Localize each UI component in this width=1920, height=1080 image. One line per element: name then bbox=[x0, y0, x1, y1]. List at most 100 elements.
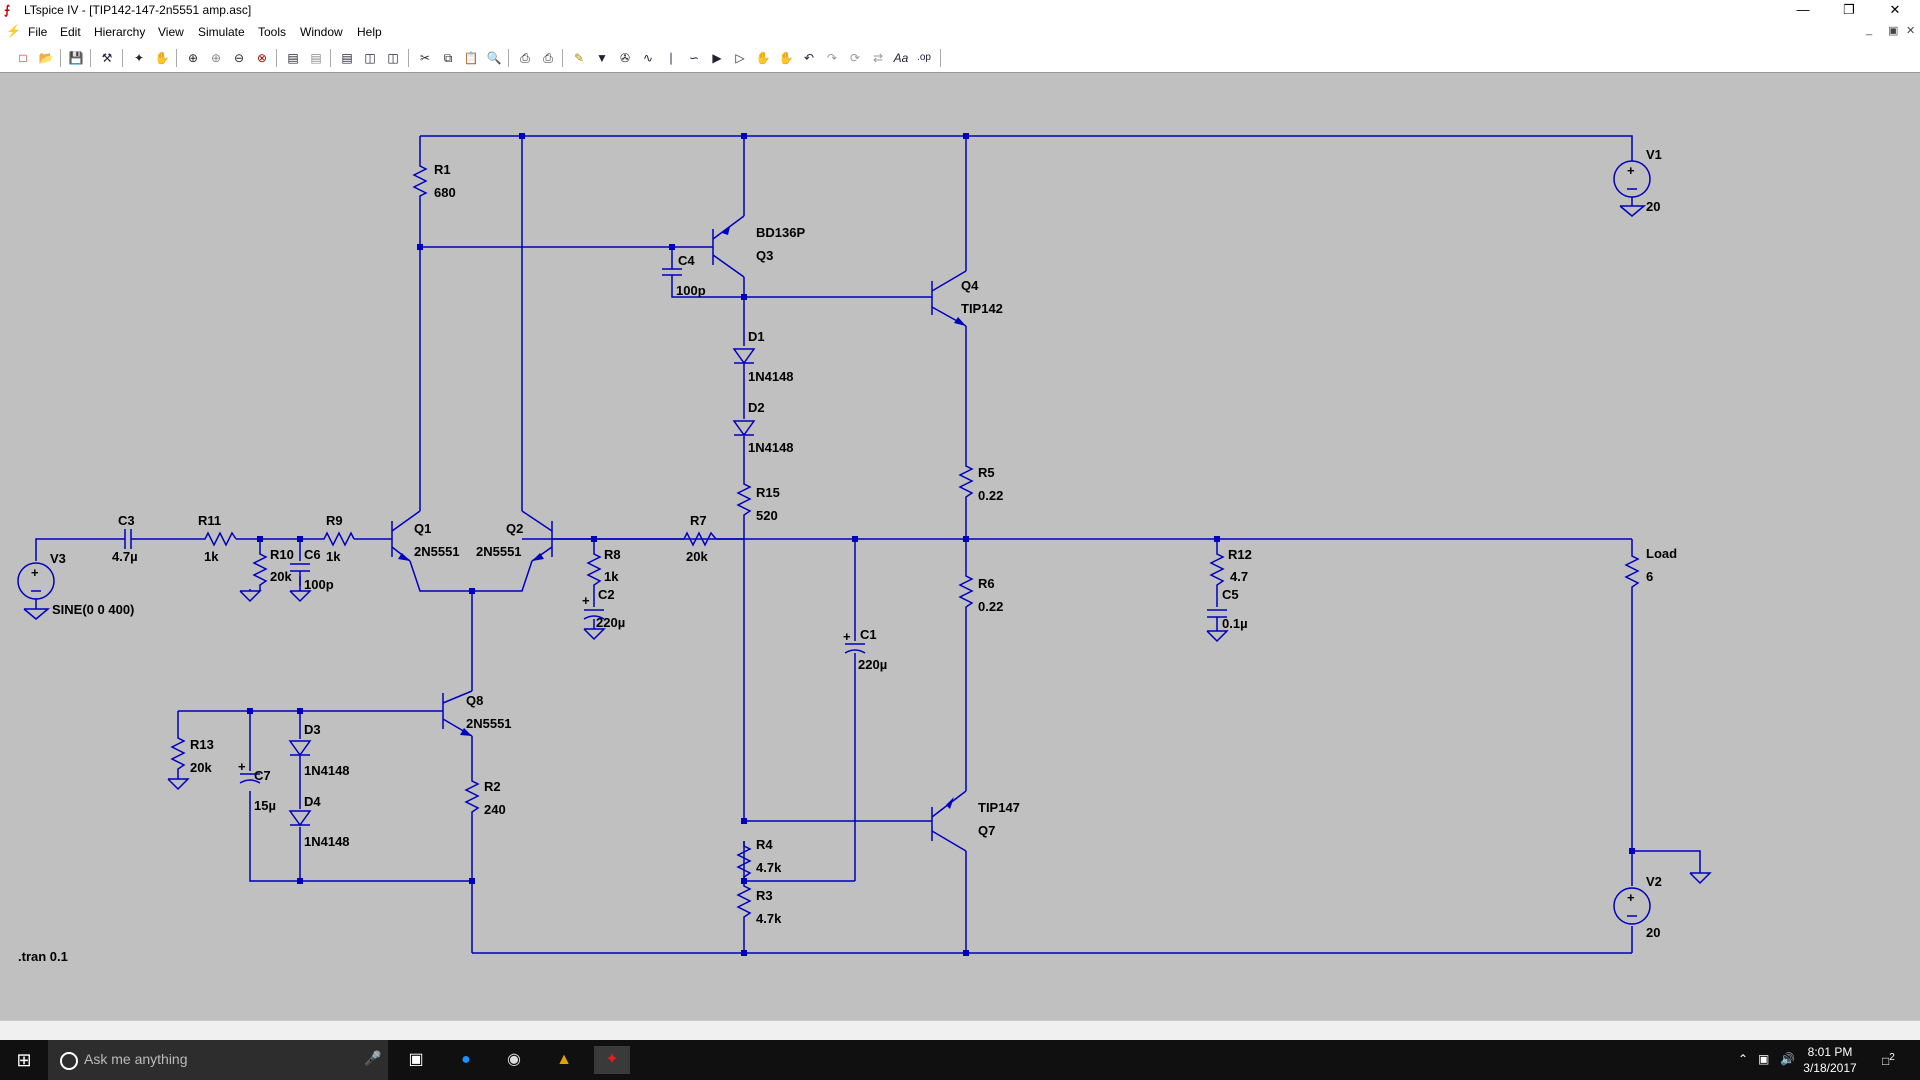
c7-value: 15µ bbox=[254, 798, 276, 813]
component-icon[interactable]: ▷ bbox=[735, 51, 745, 65]
q4-ref: Q4 bbox=[961, 278, 979, 293]
c3-symbol bbox=[120, 529, 136, 549]
q4-value: TIP142 bbox=[961, 301, 1003, 316]
autorange-icon[interactable]: ▤ bbox=[287, 51, 299, 65]
minimize-button[interactable]: — bbox=[1796, 2, 1810, 17]
skype-icon[interactable]: ● bbox=[461, 1051, 471, 1068]
menu-tools[interactable]: Tools bbox=[258, 25, 287, 39]
mdi-restore-button[interactable]: ▣ bbox=[1888, 25, 1899, 37]
r2-symbol bbox=[464, 776, 480, 821]
document-icon[interactable]: ⚡ bbox=[6, 24, 21, 38]
r3-symbol bbox=[736, 881, 752, 921]
open-icon[interactable]: 📂 bbox=[38, 51, 54, 65]
tile-horizontal-icon[interactable]: ▤ bbox=[341, 51, 353, 65]
find-icon[interactable]: 🔍 bbox=[486, 51, 502, 65]
chrome-icon[interactable]: ◉ bbox=[507, 1051, 521, 1068]
r10-symbol bbox=[252, 549, 268, 589]
wires bbox=[35, 135, 1701, 954]
zoom-in-icon[interactable]: ⊕ bbox=[187, 51, 199, 65]
control-panel-icon[interactable]: ⚒ bbox=[101, 51, 113, 65]
halt-icon[interactable]: ✋ bbox=[154, 51, 170, 65]
restore-button[interactable]: ❐ bbox=[1843, 2, 1855, 17]
cascade-icon[interactable]: ◫ bbox=[364, 51, 376, 65]
cut-icon[interactable]: ✂ bbox=[419, 51, 431, 65]
v1-symbol: + bbox=[1613, 160, 1651, 217]
r13-symbol bbox=[170, 733, 186, 776]
menu-simulate[interactable]: Simulate bbox=[198, 25, 245, 39]
clock[interactable]: 8:01 PM 3/18/2017 bbox=[1800, 1044, 1860, 1076]
c3-value: 4.7µ bbox=[112, 549, 138, 564]
ltspice-taskbar-icon[interactable]: ▲ bbox=[556, 1051, 572, 1068]
notification-icon[interactable]: □2 bbox=[1882, 1052, 1895, 1068]
pan-icon[interactable]: ⊕ bbox=[210, 51, 222, 65]
wire-icon[interactable]: ✎ bbox=[573, 51, 585, 65]
show-hidden-icon[interactable]: ⌃ bbox=[1738, 1052, 1749, 1066]
svg-text:+: + bbox=[238, 759, 246, 774]
r1-symbol bbox=[412, 161, 428, 201]
d3-symbol bbox=[288, 740, 312, 757]
d3-value: 1N4148 bbox=[304, 763, 350, 778]
label-net-icon[interactable]: ✇ bbox=[619, 51, 631, 65]
v2-ref: V2 bbox=[1646, 874, 1662, 889]
ground-c2 bbox=[583, 628, 606, 641]
zoom-fit-icon[interactable]: ⊗ bbox=[256, 51, 268, 65]
print-icon[interactable]: ⎙ bbox=[543, 51, 553, 65]
c4-symbol bbox=[662, 263, 682, 281]
schematic-canvas[interactable]: .w { stroke:#0000c0; stroke-width:1.5; f… bbox=[0, 72, 1920, 1021]
d2-ref: D2 bbox=[748, 400, 765, 415]
tile-vertical-icon[interactable]: ◫ bbox=[387, 51, 399, 65]
windows-start-icon[interactable]: ⊞ bbox=[16, 1050, 32, 1070]
c6-ref: C6 bbox=[304, 547, 321, 562]
d4-ref: D4 bbox=[304, 794, 321, 809]
save-icon[interactable]: 💾 bbox=[68, 51, 84, 65]
zoom-out-icon[interactable]: ⊖ bbox=[233, 51, 245, 65]
v3-value: SINE(0 0 400) bbox=[52, 602, 134, 617]
volume-icon[interactable]: 🔊 bbox=[1780, 1052, 1795, 1066]
d3-ref: D3 bbox=[304, 722, 321, 737]
menu-window[interactable]: Window bbox=[300, 25, 343, 39]
diode-icon[interactable]: ▶ bbox=[712, 51, 722, 65]
ltspice-active-icon[interactable]: ✦ bbox=[594, 1046, 630, 1074]
print-setup-icon[interactable]: ⎙ bbox=[520, 51, 530, 65]
undo-icon[interactable]: ↶ bbox=[803, 51, 815, 65]
q8-value: 2N5551 bbox=[466, 716, 512, 731]
menu-view[interactable]: View bbox=[158, 25, 184, 39]
move-icon[interactable]: ✋ bbox=[755, 51, 771, 65]
drag-icon[interactable]: ✋ bbox=[778, 51, 794, 65]
d1-ref: D1 bbox=[748, 329, 765, 344]
menu-help[interactable]: Help bbox=[357, 25, 382, 39]
capacitor-icon[interactable]: ∣ bbox=[668, 51, 674, 65]
mdi-minimize-button[interactable]: _ bbox=[1866, 24, 1873, 36]
c5-ref: C5 bbox=[1222, 587, 1239, 602]
menu-edit[interactable]: Edit bbox=[60, 25, 81, 39]
close-button[interactable]: ✕ bbox=[1889, 2, 1901, 17]
run-icon[interactable]: ✦ bbox=[133, 51, 145, 65]
copy-icon[interactable]: ⧉ bbox=[443, 51, 453, 65]
ltspice-icon[interactable]: ⨍ bbox=[4, 3, 11, 17]
menu-file[interactable]: File bbox=[28, 25, 48, 39]
new-schematic-icon[interactable]: □ bbox=[19, 51, 27, 65]
paste-icon[interactable]: 📋 bbox=[463, 51, 479, 65]
mdi-close-button[interactable]: ✕ bbox=[1906, 25, 1916, 37]
inductor-icon[interactable]: ∽ bbox=[688, 51, 700, 65]
text-icon[interactable]: Aa bbox=[893, 51, 909, 65]
mirror-icon[interactable]: ⇄ bbox=[872, 51, 884, 65]
spice-directive-icon[interactable]: .op bbox=[917, 52, 931, 63]
menu-hierarchy[interactable]: Hierarchy bbox=[94, 25, 146, 39]
redo-icon[interactable]: ↷ bbox=[826, 51, 838, 65]
d2-value: 1N4148 bbox=[748, 440, 794, 455]
search-box[interactable]: Ask me anything 🎤 bbox=[48, 1040, 388, 1080]
microphone-icon[interactable]: 🎤 bbox=[364, 1050, 382, 1066]
waveform-icon[interactable]: ▤ bbox=[310, 51, 322, 65]
ground-icon[interactable]: ▼ bbox=[596, 51, 608, 65]
symbols: + + + + + + bbox=[17, 160, 1712, 925]
task-view-icon[interactable]: ▣ bbox=[408, 1051, 424, 1068]
c6-value: 100p bbox=[304, 577, 334, 592]
network-icon[interactable]: ▣ bbox=[1758, 1052, 1770, 1066]
rotate-icon[interactable]: ⟳ bbox=[849, 51, 861, 65]
r1-ref: R1 bbox=[434, 162, 451, 177]
v1-ref: V1 bbox=[1646, 147, 1662, 162]
cortana-icon bbox=[60, 1052, 78, 1070]
r3-ref: R3 bbox=[756, 888, 773, 903]
resistor-icon[interactable]: ∿ bbox=[642, 51, 654, 65]
